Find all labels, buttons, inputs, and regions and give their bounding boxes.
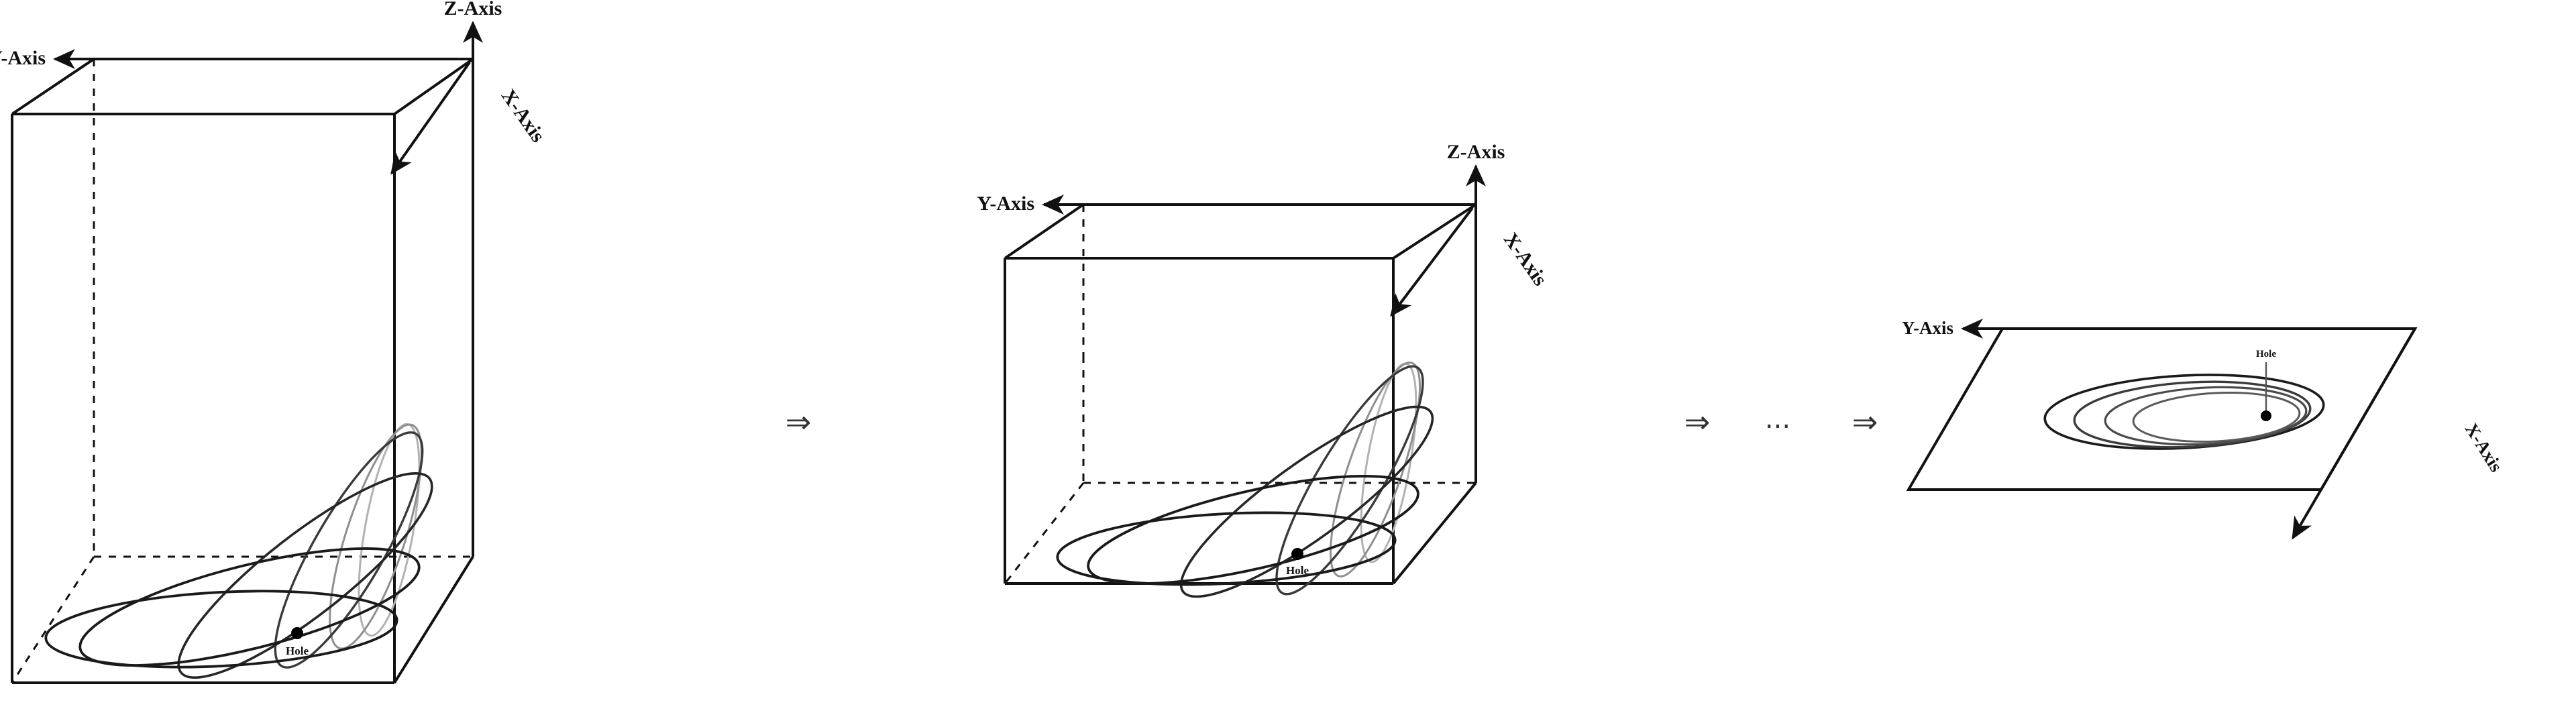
panel-2-orbit-family bbox=[1056, 362, 1434, 598]
orbit-5 bbox=[1360, 362, 1417, 563]
hidden-edge-diagonal bbox=[11, 556, 95, 683]
transition-arrow-3-glyph: ⇒ bbox=[1852, 404, 1878, 440]
panel-2-hole-dot bbox=[1291, 548, 1303, 560]
orbit-0 bbox=[2043, 374, 2325, 450]
panel-1-orbit-family bbox=[44, 423, 433, 679]
panel-1-x-axis-label: X-Axis bbox=[497, 85, 549, 146]
orbit-1 bbox=[2073, 380, 2312, 449]
panel-2-hidden-edges bbox=[1004, 205, 1476, 584]
panel-3-plane-outline bbox=[1906, 327, 2418, 491]
panel-1-hole-label: Hole bbox=[286, 645, 309, 657]
panel-2-solid-edges bbox=[1004, 203, 1477, 585]
panel-2-z-axis-label: Z-Axis bbox=[1447, 141, 1505, 163]
transition-ellipsis: ... bbox=[1765, 404, 1790, 435]
panel-3-hole-label: Hole bbox=[2256, 349, 2276, 359]
panel-2-cube: Z-Axis Y-Axis X-Axis Hole bbox=[977, 141, 1552, 598]
top-right-diagonal bbox=[1392, 203, 1477, 260]
panel-3-x-axis-label: X-Axis bbox=[2461, 420, 2507, 476]
panel-3-y-axis-label: Y-Axis bbox=[1902, 318, 1953, 338]
panel-3-plane: Y-Axis X-Axis Hole bbox=[1902, 318, 2507, 540]
panel-2-x-axis-label: X-Axis bbox=[1499, 229, 1552, 290]
panel-3-hole-dot bbox=[2261, 410, 2271, 421]
orbit-1 bbox=[1087, 475, 1419, 585]
orbit-3 bbox=[1275, 365, 1424, 596]
orbit-0 bbox=[1056, 511, 1397, 586]
top-left-diagonal bbox=[1004, 203, 1085, 260]
transition-arrow-1-glyph: ⇒ bbox=[786, 404, 812, 440]
transition-arrow-2-glyph: ⇒ bbox=[1684, 404, 1711, 440]
orbit-4 bbox=[1330, 362, 1421, 577]
orbit-4 bbox=[329, 423, 423, 650]
orbit-1 bbox=[78, 547, 421, 667]
bottom-right-diagonal bbox=[393, 555, 474, 684]
panel-1-solid-edges bbox=[11, 58, 474, 684]
orbit-2 bbox=[2104, 386, 2308, 446]
orbit-3 bbox=[2132, 391, 2301, 443]
panel-1-y-axis-label: Y-Axis bbox=[0, 47, 46, 69]
panel-2-x-axis-line bbox=[1390, 207, 1474, 317]
panel-2-hole-label: Hole bbox=[1286, 564, 1309, 577]
panel-1-cube: Z-Axis Y-Axis X-Axis Hole bbox=[0, 0, 549, 684]
orbit-2 bbox=[1179, 405, 1434, 598]
panel-1-x-axis-line bbox=[390, 61, 471, 175]
orbit-5 bbox=[358, 423, 421, 637]
panel-3-x-axis-line bbox=[2292, 327, 2416, 540]
panel-1-z-axis-label: Z-Axis bbox=[444, 0, 502, 19]
connector-group-middle: ⇒ ... ⇒ bbox=[1684, 404, 1878, 440]
bottom-right-diagonal bbox=[1392, 482, 1477, 585]
hidden-edge-diagonal bbox=[1004, 482, 1085, 584]
top-left-diagonal bbox=[11, 58, 95, 115]
orbit-2 bbox=[177, 472, 433, 679]
connector-1: ⇒ bbox=[786, 404, 812, 440]
panel-2-y-axis-label: Y-Axis bbox=[977, 192, 1034, 215]
panel-3-orbit-family bbox=[2043, 374, 2325, 450]
top-right-diagonal bbox=[393, 58, 474, 115]
panel-1-hole-dot bbox=[291, 627, 303, 639]
orbit-3 bbox=[274, 431, 424, 669]
orbit-0 bbox=[44, 590, 398, 669]
